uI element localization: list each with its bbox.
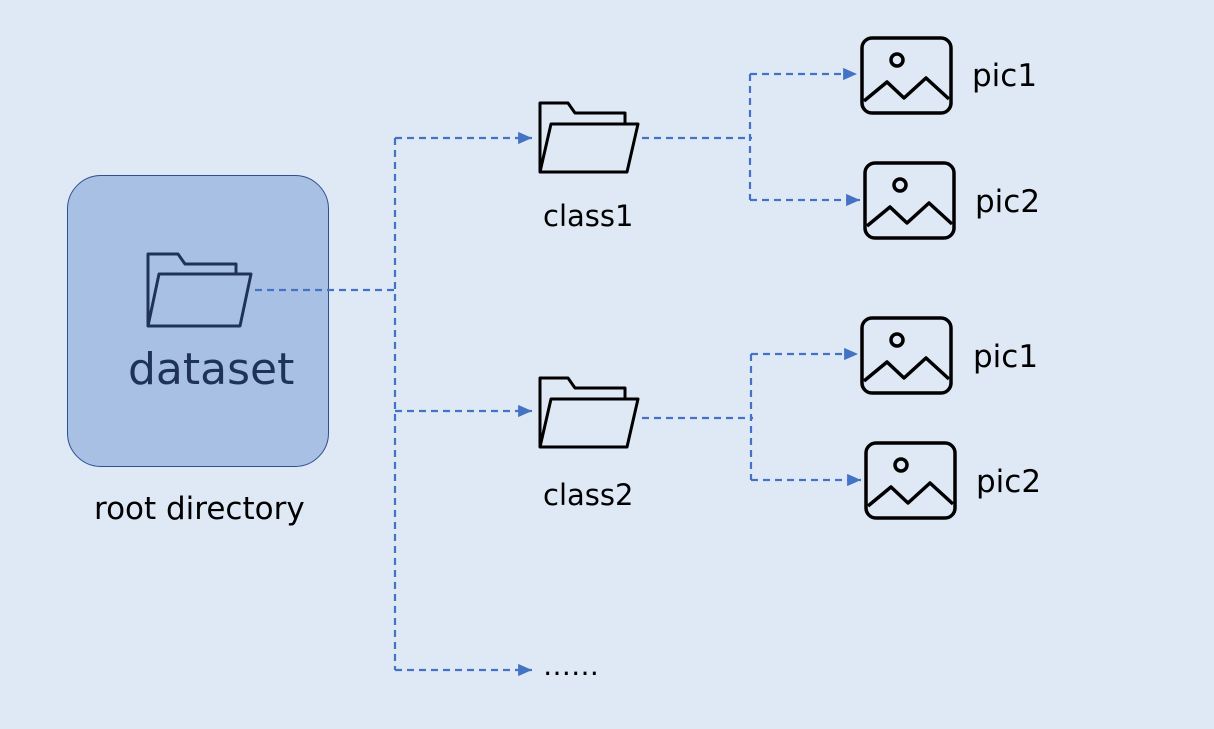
class2-pic1-label: pic1 <box>973 339 1039 375</box>
class1-pic1-label: pic1 <box>972 58 1038 94</box>
more-ellipsis: …… <box>543 649 599 682</box>
root-directory-box <box>67 175 329 467</box>
folder-open-icon <box>538 376 640 449</box>
image-icon <box>860 316 953 395</box>
folder-open-icon <box>146 252 253 328</box>
connector-lines <box>255 67 861 677</box>
class1-pic2-label: pic2 <box>975 184 1041 220</box>
class2-label: class2 <box>543 478 634 512</box>
root-folder-name: dataset <box>128 344 295 395</box>
image-icon <box>863 161 956 240</box>
folder-open-icon <box>538 101 640 174</box>
image-icon <box>864 441 957 520</box>
class1-label: class1 <box>543 199 634 233</box>
class2-pic2-label: pic2 <box>976 464 1042 500</box>
image-icon <box>860 36 953 115</box>
root-caption: root directory <box>94 491 305 527</box>
